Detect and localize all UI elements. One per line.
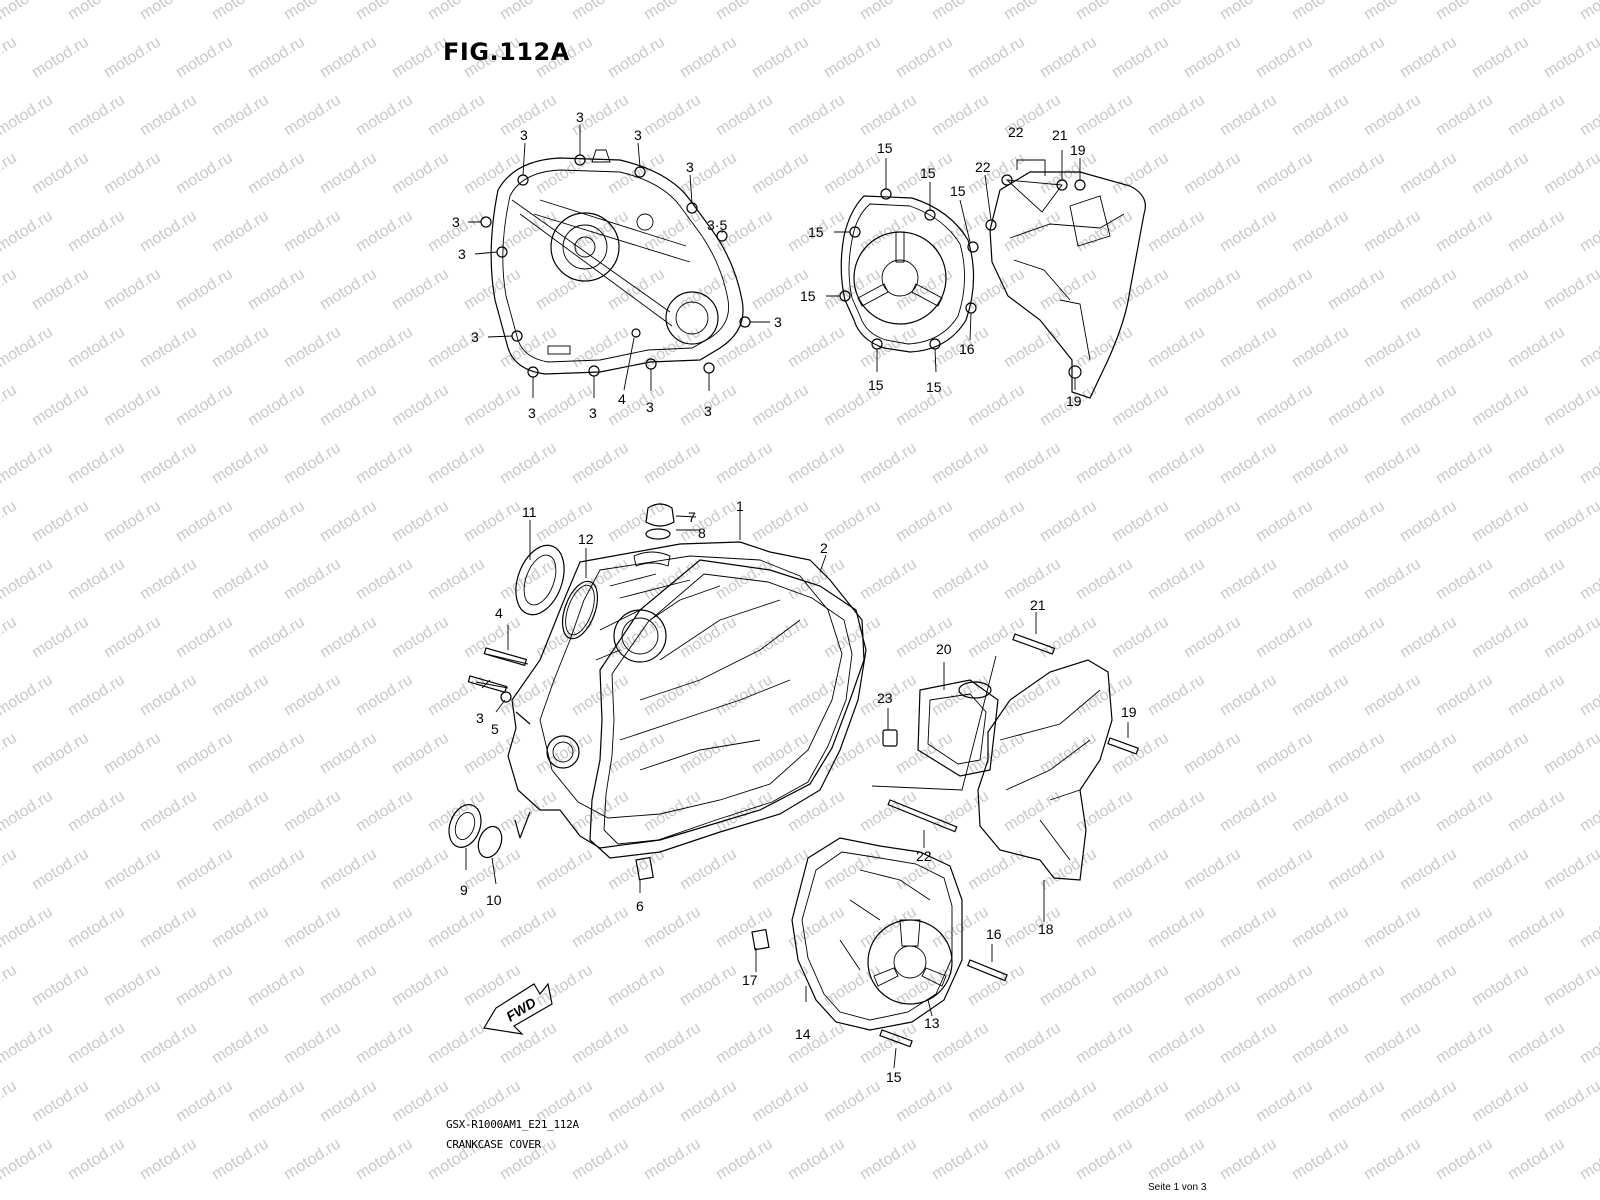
- callout-21: 21: [1052, 127, 1068, 143]
- clutch-cover-leaders: [468, 125, 770, 398]
- callout-20: 20: [936, 641, 952, 657]
- generator-cover-top-view: [840, 195, 975, 353]
- callout-15: 15: [926, 379, 942, 395]
- fwd-arrow-label: FWD: [503, 994, 539, 1024]
- callout-15: 15: [800, 288, 816, 304]
- callout-3: 3: [452, 214, 460, 230]
- callout-16: 16: [986, 926, 1002, 942]
- callout-15: 15: [808, 224, 824, 240]
- callout-2: 2: [820, 540, 828, 556]
- bottom-right-leaders: [887, 612, 1129, 922]
- callout-19: 19: [1066, 393, 1082, 409]
- callout-11: 11: [522, 504, 537, 520]
- clutch-gasket: [589, 559, 867, 859]
- diagram-caption: CRANKCASE COVER: [446, 1138, 541, 1151]
- callout-3: 3: [646, 399, 654, 415]
- model-code: GSX-R1000AM1_E21_112A: [446, 1118, 579, 1131]
- callout-18: 18: [1038, 921, 1054, 937]
- callout-22: 22: [1008, 124, 1024, 140]
- callout-5: 5: [491, 721, 499, 737]
- callout-12: 12: [578, 531, 594, 547]
- callout-13: 13: [924, 1015, 940, 1031]
- callout-21: 21: [1030, 597, 1046, 613]
- callout-9: 9: [460, 882, 468, 898]
- callout-3: 3: [520, 127, 528, 143]
- callout-1: 1: [736, 498, 744, 514]
- generator-cover-exploded: [751, 837, 1008, 1048]
- callout-3: 3: [704, 403, 712, 419]
- callout-15: 15: [877, 140, 893, 156]
- sprocket-cover-leaders: [984, 150, 1081, 390]
- callout-3: 3: [589, 405, 597, 421]
- callout-16: 16: [959, 341, 975, 357]
- callout-17: 17: [742, 972, 758, 988]
- bottom-center-leaders: [755, 944, 993, 1069]
- sprocket-cover-top-view: [985, 159, 1146, 399]
- bottom-left-leaders: [465, 510, 827, 893]
- callout-15: 15: [868, 377, 884, 393]
- generator-cover-bolts: [839, 188, 979, 350]
- clutch-cover-top-view: [490, 149, 744, 375]
- callout-14: 14: [795, 1026, 811, 1042]
- callout-3: 3: [476, 710, 484, 726]
- callout-8: 8: [698, 525, 706, 541]
- callout-10: 10: [486, 892, 502, 908]
- sprocket-cover-exploded: [871, 633, 1139, 881]
- callout-15: 15: [950, 183, 966, 199]
- figure-title: FIG.112A: [443, 38, 570, 66]
- callout-6: 6: [636, 898, 644, 914]
- callout-19: 19: [1121, 704, 1137, 720]
- callout-4: 4: [618, 391, 626, 407]
- callout-4: 4: [495, 605, 503, 621]
- callout-15: 15: [920, 165, 936, 181]
- callout-3: 3: [458, 246, 466, 262]
- page-number: Seite 1 von 3: [1148, 1182, 1207, 1193]
- callout-19: 19: [1070, 142, 1086, 158]
- callout-3: 3: [686, 159, 694, 175]
- callout-23: 23: [877, 690, 893, 706]
- fwd-arrow-icon: FWD: [483, 982, 553, 1035]
- callout-3: 3: [471, 329, 479, 345]
- generator-cover-leaders: [826, 158, 972, 373]
- callout-7: 7: [688, 509, 696, 525]
- callout-22: 22: [975, 159, 991, 175]
- clutch-cover-bolts: [480, 154, 751, 378]
- callout-3: 3: [774, 314, 782, 330]
- callout-15: 15: [886, 1069, 902, 1085]
- clutch-cover-exploded: [507, 541, 865, 849]
- seal-and-orings-bottom-left: [448, 503, 675, 881]
- callout-22: 22: [916, 848, 932, 864]
- callout-3: 3: [528, 405, 536, 421]
- callout-3-5: 3·5: [707, 217, 727, 233]
- callout-3: 3: [634, 127, 642, 143]
- callout-3: 3: [576, 109, 584, 125]
